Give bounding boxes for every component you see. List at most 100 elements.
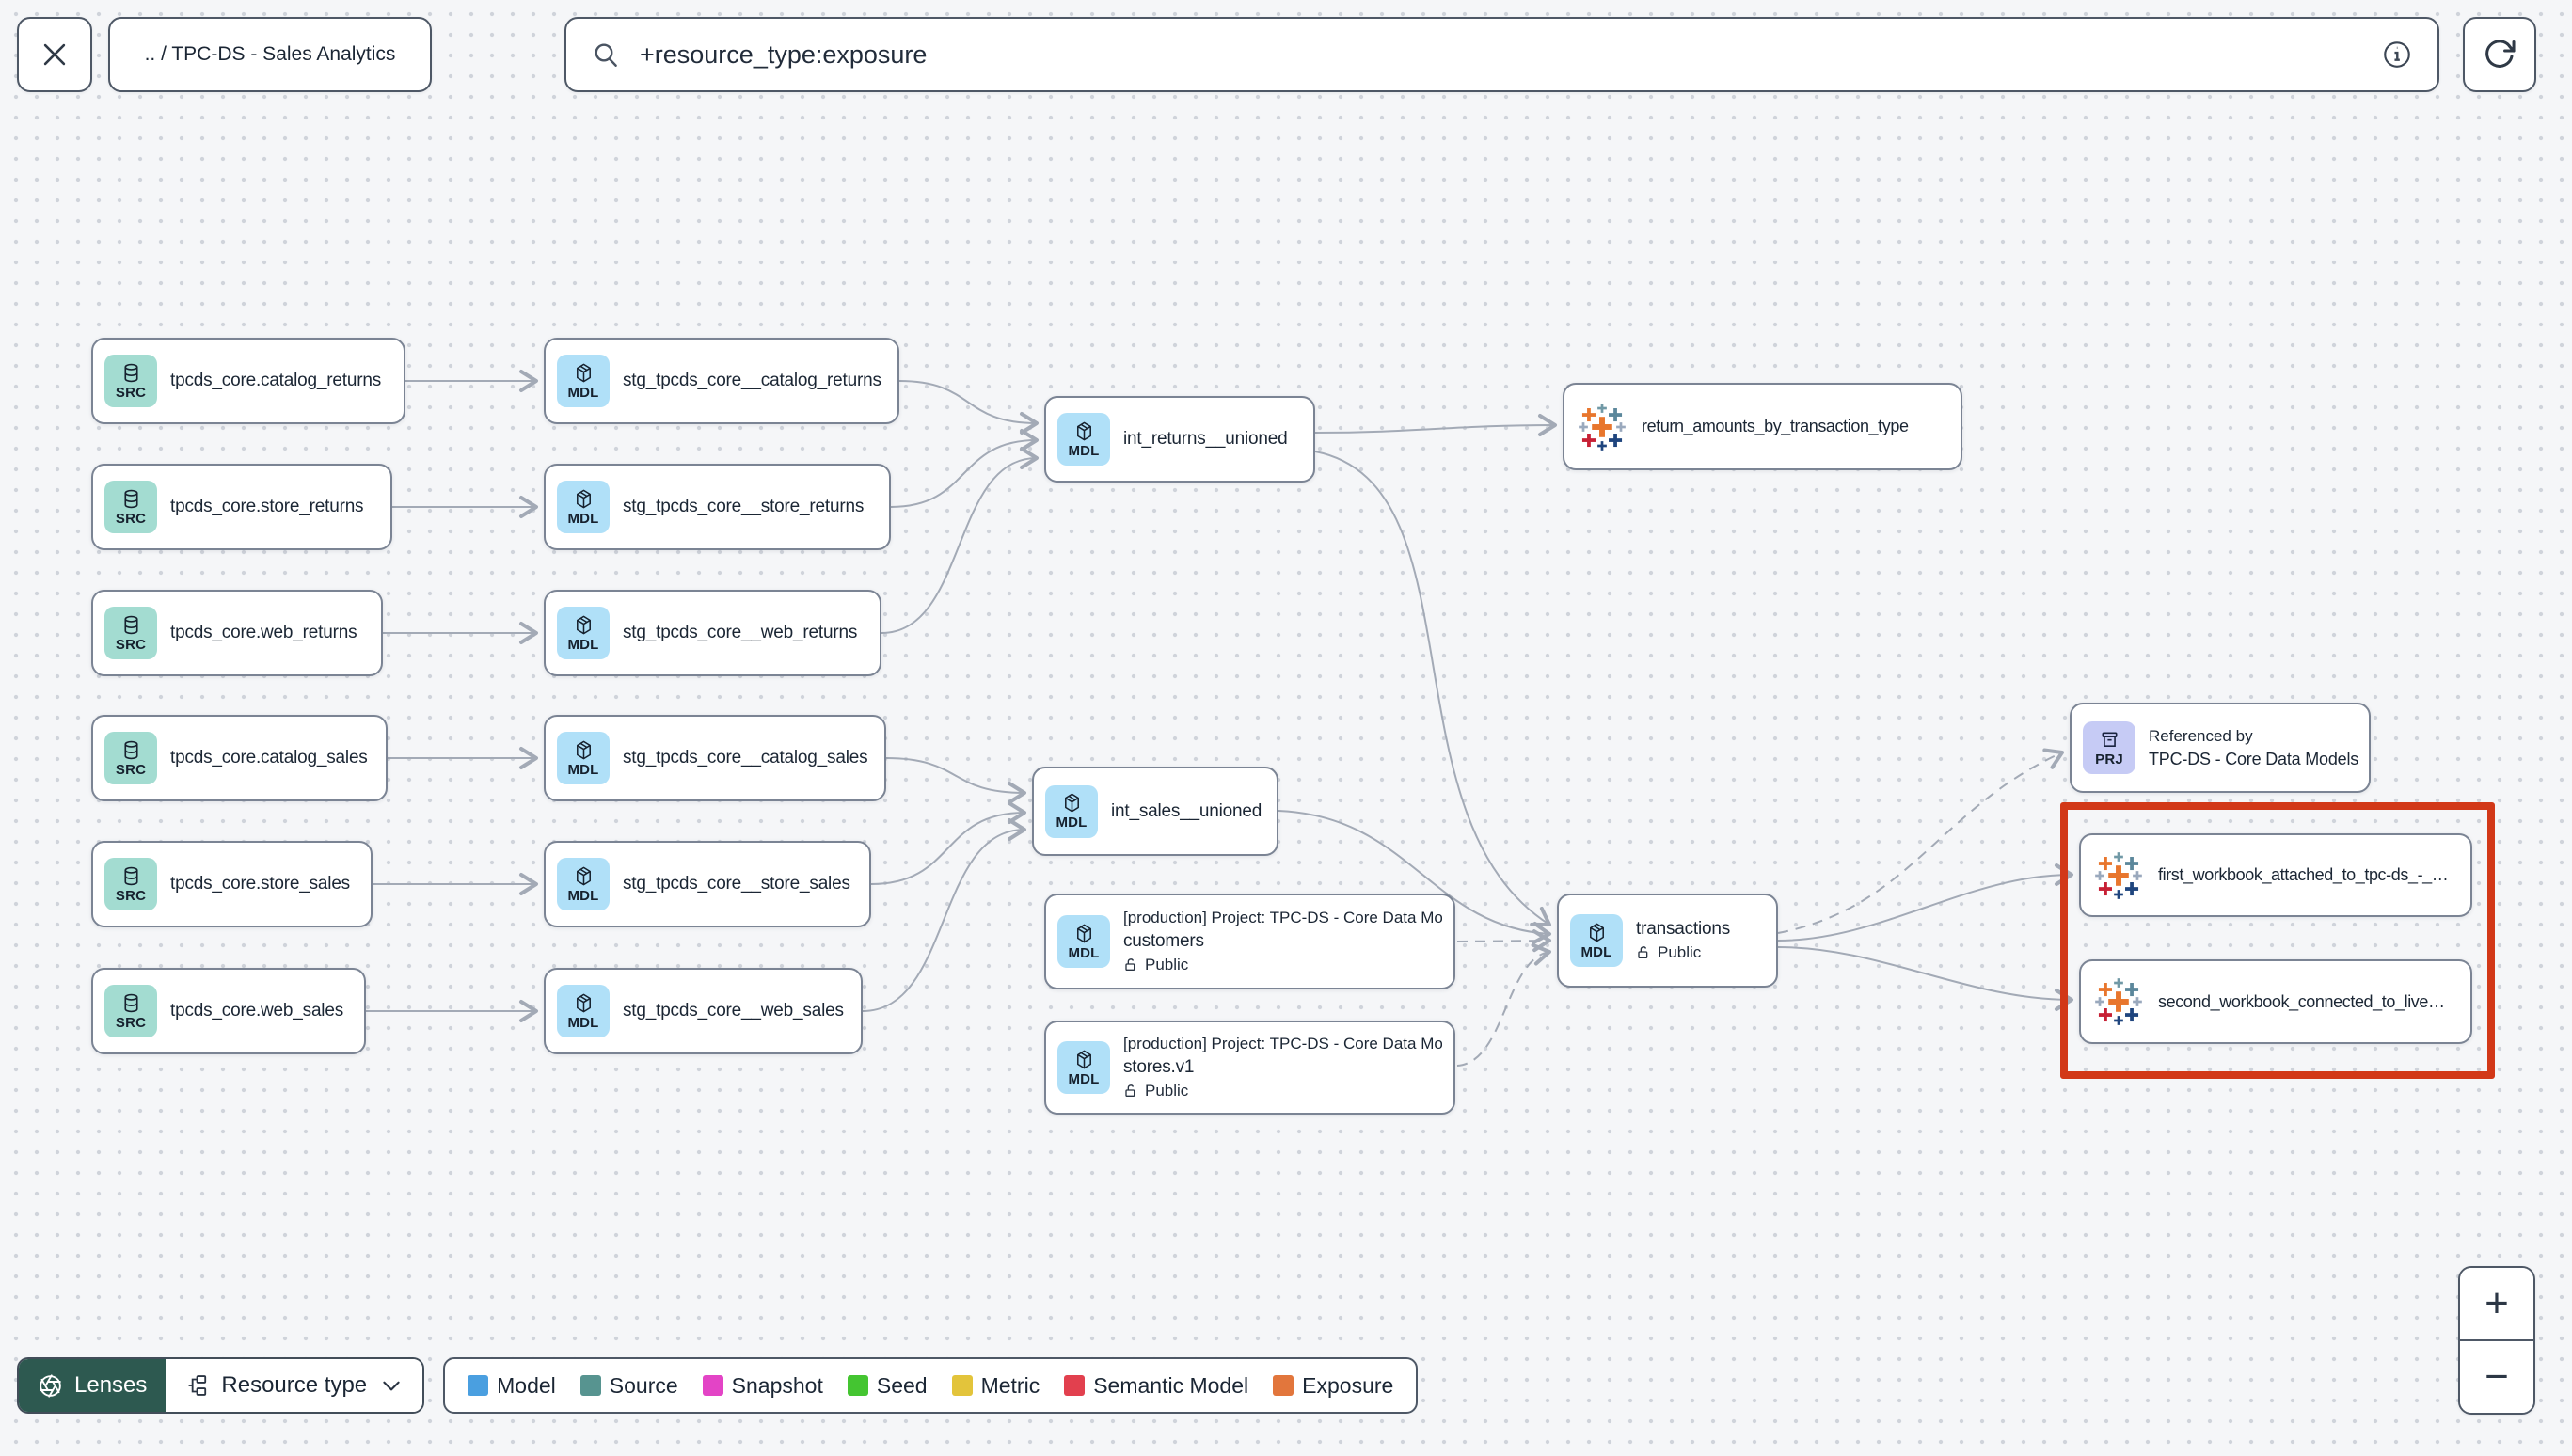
chevron-down-icon <box>383 1381 400 1391</box>
legend-chip <box>847 1375 868 1396</box>
zoom-in-button[interactable]: + <box>2460 1268 2533 1339</box>
node-label: stg_tpcds_core__web_sales <box>623 1001 844 1021</box>
lock-open-icon <box>1638 946 1648 958</box>
aperture-icon <box>40 1373 61 1398</box>
node-label: tpcds_core.web_returns <box>170 623 357 642</box>
node-second_workbook[interactable]: second_workbook_connected_to_live… <box>2079 959 2472 1044</box>
source-badge: SRC <box>104 732 157 784</box>
model-cube-icon <box>1076 1050 1091 1068</box>
node-label: tpcds_core.catalog_sales <box>170 748 368 768</box>
database-icon <box>123 615 138 634</box>
database-icon <box>123 866 138 885</box>
breadcrumb[interactable]: .. / TPC-DS - Sales Analytics <box>108 17 432 92</box>
lineage-edge <box>1314 451 1551 926</box>
legend-item: Source <box>579 1373 678 1399</box>
legend-item: Snapshot <box>702 1373 823 1399</box>
tableau-icon <box>2095 851 2142 899</box>
model-cube-icon <box>576 866 591 885</box>
project-badge: PRJ <box>2083 721 2135 774</box>
resource-type-dropdown[interactable]: Resource type <box>166 1359 423 1412</box>
legend-item: Metric <box>951 1373 1040 1399</box>
model-cube-icon <box>576 615 591 634</box>
node-src_catalog_sales[interactable]: SRC tpcds_core.catalog_sales <box>91 715 388 801</box>
node-src_web_sales[interactable]: SRC tpcds_core.web_sales <box>91 968 366 1054</box>
node-first_workbook[interactable]: first_workbook_attached_to_tpc-ds_-_… <box>2079 833 2472 917</box>
node-label: tpcds_core.store_returns <box>170 497 364 516</box>
lineage-edge <box>1777 863 2073 942</box>
node-label: second_workbook_connected_to_live… <box>2158 991 2445 1011</box>
lineage-edge <box>881 447 1039 634</box>
model-cube-icon <box>1076 421 1091 440</box>
model-cube-icon <box>576 489 591 508</box>
node-src_web_returns[interactable]: SRC tpcds_core.web_returns <box>91 590 383 676</box>
node-label: tpcds_core.catalog_returns <box>170 371 381 390</box>
node-label: return_amounts_by_transaction_type <box>1642 417 1909 435</box>
lineage-edge <box>890 429 1039 508</box>
model-badge: MDL <box>1057 915 1110 968</box>
zoom-out-button[interactable]: − <box>2460 1341 2533 1413</box>
node-stores_v1[interactable]: MDL[production] Project: TPC-DS - Core D… <box>1044 1021 1455 1115</box>
legend: Model Source Snapshot Seed Metric Semantic Mo… <box>443 1357 1419 1414</box>
source-badge: SRC <box>104 607 157 659</box>
search-bar[interactable] <box>564 17 2439 92</box>
model-cube-icon <box>1076 924 1091 942</box>
node-access: Public <box>1123 1082 1442 1100</box>
model-badge: MDL <box>557 858 610 910</box>
legend-chip <box>1273 1375 1294 1396</box>
node-label: tpcds_core.store_sales <box>170 874 350 894</box>
breadcrumb-text: .. / TPC-DS - Sales Analytics <box>144 43 396 65</box>
legend-label: Seed <box>876 1372 928 1398</box>
legend-chip <box>468 1375 489 1396</box>
project-icon <box>2101 731 2118 747</box>
source-badge: SRC <box>104 481 157 533</box>
node-access: Public <box>1123 956 1442 974</box>
database-icon <box>123 489 138 508</box>
node-label: stg_tpcds_core__store_returns <box>623 497 865 516</box>
node-label: stg_tpcds_core__catalog_sales <box>623 748 868 768</box>
database-icon <box>123 363 138 382</box>
model-badge: MDL <box>1057 1041 1110 1094</box>
legend-item: Semantic Model <box>1064 1373 1248 1399</box>
lineage-edge <box>898 380 1039 435</box>
info-icon[interactable] <box>2381 39 2413 71</box>
node-label: tpcds_core.web_sales <box>170 1001 343 1021</box>
lineage-edge <box>862 818 1026 1012</box>
node-return_amounts_by_transaction_type[interactable]: return_amounts_by_transaction_type <box>1563 383 1962 470</box>
model-cube-icon <box>1064 793 1079 813</box>
model-badge: MDL <box>1045 784 1098 838</box>
node-stg_web_sales[interactable]: MDL stg_tpcds_core__web_sales <box>544 968 863 1054</box>
search-input[interactable] <box>638 39 2364 71</box>
node-label: customers <box>1123 931 1204 951</box>
node-customers[interactable]: MDL[production] Project: TPC-DS - Core D… <box>1044 894 1455 989</box>
lineage-edge <box>1777 946 2073 1011</box>
refresh-button[interactable] <box>2463 17 2536 92</box>
lenses-button[interactable]: Lenses <box>19 1359 167 1412</box>
lineage-edge <box>1777 748 2064 934</box>
node-label: int_returns__unioned <box>1123 429 1288 449</box>
node-label: stg_tpcds_core__catalog_returns <box>623 371 881 390</box>
close-button[interactable] <box>17 17 92 92</box>
model-badge: MDL <box>557 985 610 1037</box>
resource-type-label: Resource type <box>221 1372 368 1398</box>
legend-label: Model <box>497 1372 556 1398</box>
lineage-edge <box>870 801 1026 885</box>
lenses-control: Lenses Resource type <box>17 1357 425 1414</box>
source-badge: SRC <box>104 985 157 1037</box>
tableau-icon <box>1579 403 1626 451</box>
legend-chip <box>951 1375 973 1396</box>
legend-chip <box>702 1375 723 1396</box>
node-src_store_returns[interactable]: SRC tpcds_core.store_returns <box>91 464 392 550</box>
